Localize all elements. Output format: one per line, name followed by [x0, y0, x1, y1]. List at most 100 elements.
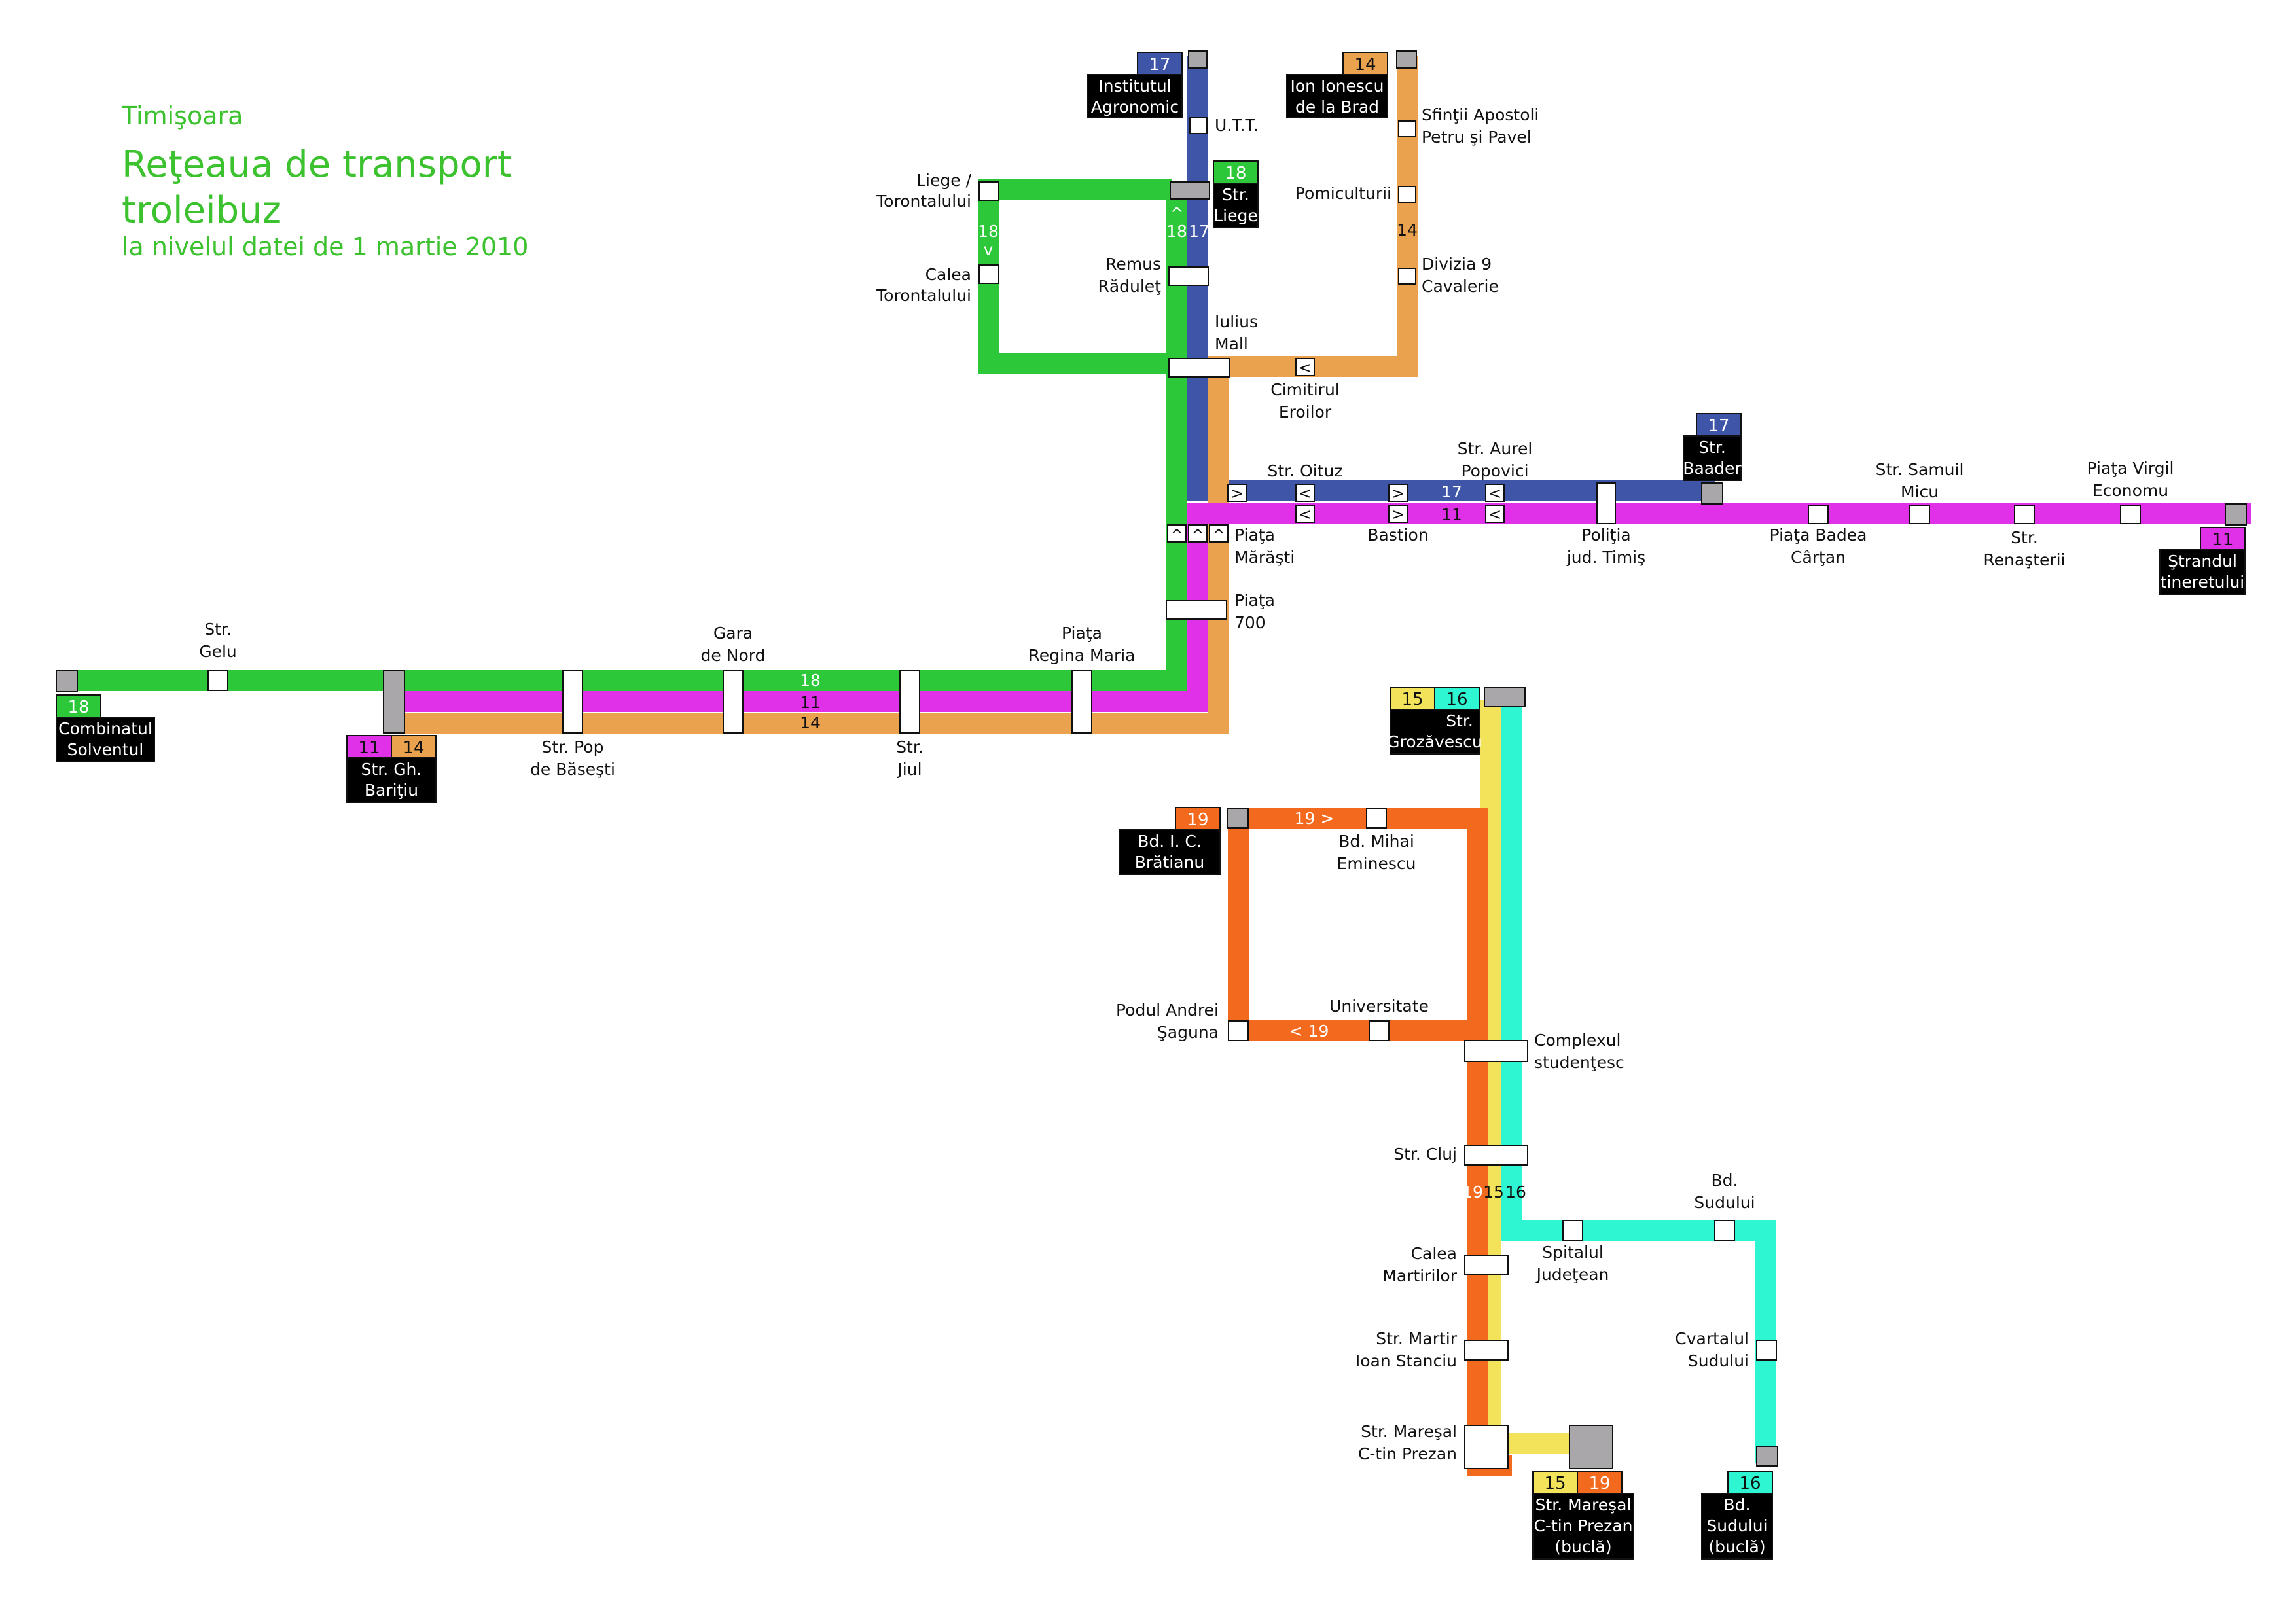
- terminus-marker-bratianu[interactable]: [1227, 808, 1249, 829]
- terminus-ion-ionescu[interactable]: 14 Ion Ionescu de la Brad: [1286, 52, 1388, 118]
- station-marker-complexul[interactable]: [1464, 1040, 1528, 1062]
- station-marker-universitate[interactable]: [1369, 1020, 1390, 1041]
- terminus-marker-str-baader[interactable]: [1701, 482, 1723, 505]
- label-remus-1: Remus: [1105, 255, 1161, 274]
- label-podul-andrei-1: Podul Andrei: [1116, 1001, 1219, 1020]
- line-label-17-north: 17: [1189, 222, 1210, 241]
- terminus-marker-str-liege[interactable]: [1170, 181, 1210, 200]
- station-marker-bd-mihai-eminescu[interactable]: [1366, 808, 1387, 829]
- label-politia-1: Poliţia: [1581, 526, 1630, 544]
- station-marker-bastion-11[interactable]: [1388, 505, 1408, 523]
- station-marker-str-samuil-micu[interactable]: [1909, 505, 1930, 524]
- terminus-bd-bratianu[interactable]: 19 Bd. I. C. Brătianu: [1119, 807, 1221, 875]
- station-marker-str-cluj[interactable]: [1464, 1145, 1528, 1166]
- station-marker-politia[interactable]: [1596, 482, 1616, 524]
- terminus-marker-bd-sudului-bucla[interactable]: [1756, 1446, 1778, 1467]
- label-gara-1: Gara: [713, 624, 753, 643]
- label-regina-maria-1: Piaţa: [1062, 624, 1102, 643]
- station-marker-aurel-popovici-11[interactable]: [1485, 505, 1505, 523]
- station-marker-str-maresal[interactable]: [1464, 1425, 1509, 1469]
- badge-route-17-institutul: 17: [1149, 55, 1170, 75]
- station-marker-divizia[interactable]: [1398, 268, 1416, 285]
- terminus-marker-ion-ionescu[interactable]: [1396, 50, 1417, 69]
- station-marker-gara-de-nord[interactable]: [723, 670, 744, 734]
- label-calea-torontalului-1: Calea: [925, 265, 971, 284]
- station-marker-sfintii[interactable]: [1398, 120, 1416, 137]
- station-marker-str-pop[interactable]: [562, 670, 583, 734]
- station-marker-str-renasterii[interactable]: [2014, 505, 2035, 524]
- label-podul-andrei-2: Şaguna: [1157, 1023, 1219, 1042]
- label-str-oituz: Str. Oituz: [1268, 461, 1343, 480]
- label-str-jiul-1: Str.: [896, 738, 924, 757]
- station-marker-spitalul[interactable]: [1562, 1220, 1583, 1241]
- terminus-marker-combinatul[interactable]: [56, 670, 78, 692]
- badge-route-16-sudului: 16: [1739, 1474, 1761, 1493]
- terminus-marker-institutul[interactable]: [1188, 50, 1208, 69]
- badge-route-19-maresal: 19: [1588, 1474, 1610, 1493]
- station-marker-str-oituz[interactable]: [1295, 484, 1315, 502]
- station-marker-str-martir[interactable]: [1464, 1340, 1509, 1361]
- station-marker-calea-torontalului[interactable]: [978, 264, 999, 284]
- terminus-marker-maresal-bucla[interactable]: [1569, 1425, 1613, 1469]
- station-marker-piata-virgil[interactable]: [2120, 505, 2141, 524]
- badge-route-16-grozavescu: 16: [1446, 690, 1467, 709]
- terminus-marker-baritiu[interactable]: [383, 670, 405, 734]
- label-str-martir-2: Ioan Stanciu: [1355, 1351, 1457, 1370]
- terminus-name-maresal-1: Str. Mareşal: [1535, 1495, 1632, 1514]
- station-marker-piata-marasti-3[interactable]: [1209, 524, 1229, 543]
- terminus-strandul-tineretului[interactable]: 11 Ştrandul tineretului: [2159, 527, 2246, 595]
- station-marker-calea-martirilor[interactable]: [1464, 1255, 1509, 1275]
- station-marker-cvartalul[interactable]: [1756, 1340, 1777, 1361]
- label-politia-2: jud. Timiş: [1566, 548, 1645, 567]
- label-str-gelu-2: Gelu: [199, 642, 237, 661]
- terminus-name-institutul-2: Agronomic: [1091, 98, 1179, 116]
- terminus-marker-strandul[interactable]: [2225, 503, 2247, 526]
- station-marker-str-gelu[interactable]: [207, 670, 228, 691]
- terminus-name-baritiu-2: Bariţiu: [365, 781, 418, 800]
- station-marker-pomiculturii[interactable]: [1398, 186, 1416, 203]
- terminus-marker-grozavescu[interactable]: [1484, 687, 1526, 707]
- station-marker-bastion-17[interactable]: [1388, 484, 1408, 502]
- direction-arrows: < > < < > > < < ^ ^ ^: [1170, 359, 1501, 544]
- station-marker-piata-marasti-1[interactable]: [1167, 524, 1187, 543]
- terminus-name-strandul-1: Ştrandul: [2168, 552, 2237, 571]
- station-marker-utt[interactable]: [1189, 117, 1208, 134]
- station-marker-cimitirul[interactable]: [1295, 358, 1315, 376]
- terminus-str-grozavescu[interactable]: 15 16 Str. Grozăvescu: [1387, 687, 1482, 755]
- station-marker-str-oituz-11[interactable]: [1295, 505, 1315, 523]
- terminus-str-gh-baritiu[interactable]: 11 14 Str. Gh. Bariţiu: [346, 735, 437, 803]
- label-piata-700-2: 700: [1234, 613, 1266, 632]
- arrow-down-18: v: [984, 240, 994, 259]
- station-marker-podul-andrei[interactable]: [1228, 1020, 1249, 1041]
- station-marker-str-jiul[interactable]: [899, 670, 920, 734]
- terminus-institutul-agronomic[interactable]: 17 Institutul Agronomic: [1087, 52, 1183, 118]
- line-label-18-west: 18: [800, 671, 821, 690]
- arrow-popovici-1: <: [1488, 484, 1501, 503]
- terminus-str-liege[interactable]: 18 Str. Liege: [1213, 160, 1259, 228]
- terminus-name-bratianu-2: Brătianu: [1135, 853, 1205, 872]
- label-universitate: Universitate: [1329, 997, 1429, 1016]
- station-marker-piata-700[interactable]: [1166, 600, 1227, 620]
- station-marker-liege-torontalului[interactable]: [978, 181, 999, 201]
- label-renasterii-2: Renaşterii: [1983, 550, 2065, 569]
- terminus-bd-sudului-bucla[interactable]: 16 Bd. Sudului (buclă): [1701, 1471, 1773, 1560]
- arrow-cimitirul: <: [1299, 359, 1312, 377]
- station-labels: U.T.T. Sfinţii Apostoli Petru şi Pavel L…: [199, 105, 2174, 1463]
- arrow-marasti-2: ^: [1191, 526, 1204, 544]
- terminus-str-baader[interactable]: 17 Str. Baader: [1683, 413, 1742, 481]
- terminus-combinatul-solventul[interactable]: 18 Combinatul Solventul: [56, 694, 155, 762]
- station-marker-bd-sudului[interactable]: [1714, 1220, 1735, 1241]
- station-marker-str-oituz-east-1[interactable]: [1227, 484, 1247, 502]
- station-marker-iulius-mall[interactable]: [1168, 358, 1230, 378]
- badge-route-15-grozavescu: 15: [1401, 690, 1423, 709]
- station-marker-remus-radulet[interactable]: [1168, 266, 1209, 286]
- station-marker-aurel-popovici-17[interactable]: [1485, 484, 1505, 502]
- station-marker-piata-badea[interactable]: [1808, 505, 1829, 524]
- terminus-str-maresal-bucla[interactable]: 15 19 Str. Mareşal C-tin Prezan (buclă): [1532, 1471, 1634, 1560]
- station-marker-piata-regina-maria[interactable]: [1071, 670, 1092, 734]
- label-bd-sudului-1: Bd.: [1712, 1171, 1738, 1190]
- terminus-name-sudului-2: Sudului: [1706, 1516, 1767, 1535]
- station-marker-piata-marasti-2[interactable]: [1188, 524, 1208, 543]
- arrow-oituz-2: <: [1299, 505, 1312, 524]
